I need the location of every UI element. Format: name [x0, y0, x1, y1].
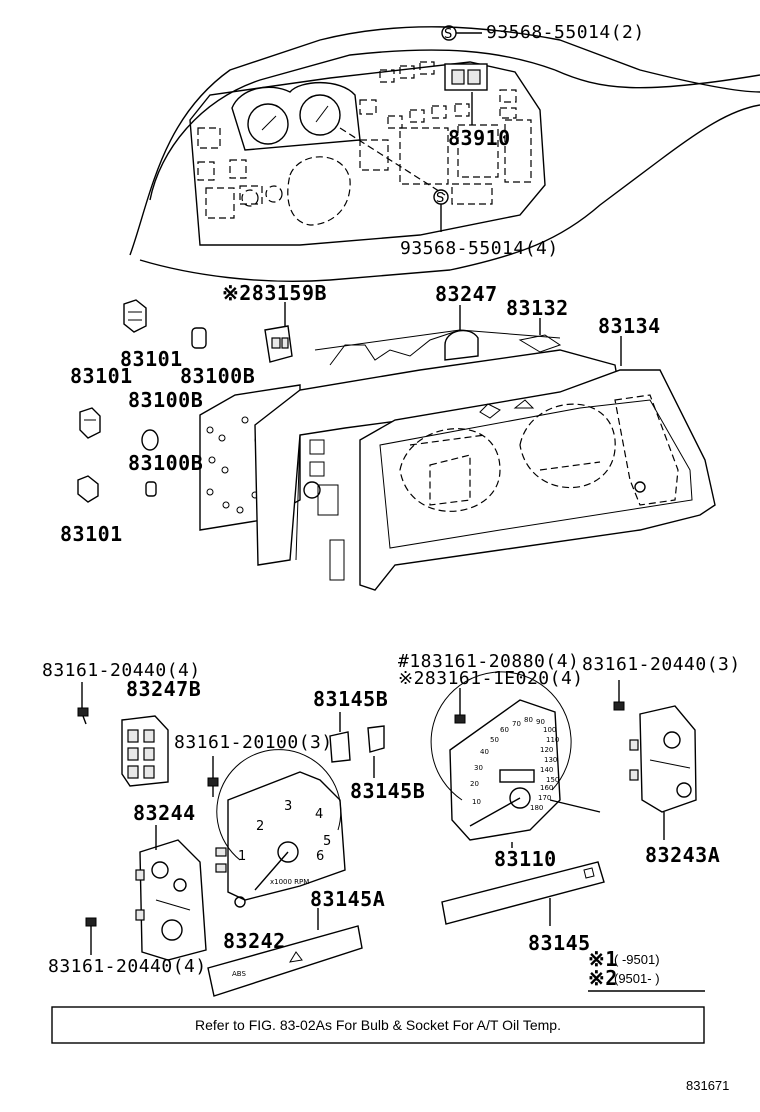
gauge-83247B	[121, 715, 169, 787]
label-83910: 83910	[448, 126, 511, 150]
legend-mark-1: ※1	[588, 947, 618, 971]
label-183161-20880-4: #183161-20880(4)	[398, 651, 579, 672]
speedo-num-60: 60	[500, 726, 509, 734]
speedo-num-50: 50	[490, 736, 499, 744]
speedo-num-100: 100	[543, 726, 556, 734]
label-83161-20440-3: 83161-20440(3)	[582, 654, 741, 675]
label-83145: 83145	[528, 931, 591, 955]
speedo-num-20: 20	[470, 780, 479, 788]
figure-number: 831671	[686, 1078, 729, 1093]
plate-abs-text: ABS	[232, 970, 246, 978]
plate-83145	[441, 861, 605, 926]
label-83161-20440-4-a: 83161-20440(4)	[42, 660, 201, 681]
legend-range-1: ( -9501)	[614, 952, 660, 967]
speedo-num-130: 130	[544, 756, 557, 764]
label-83145B-b: 83145B	[350, 779, 425, 803]
legend-mark-2: ※2	[588, 966, 618, 990]
tach-unit: x1000 RPM	[270, 878, 309, 886]
note-box	[51, 1006, 705, 1044]
label-83100B-a: 83100B	[180, 364, 255, 388]
speedo-num-110: 110	[546, 736, 559, 744]
label-83244: 83244	[133, 801, 196, 825]
label-83100B-b: 83100B	[128, 388, 203, 412]
speedo-num-30: 30	[474, 764, 483, 772]
gauge-83243A	[629, 705, 697, 840]
bulbs-and-sockets	[77, 299, 622, 503]
mounting-screws	[77, 680, 625, 955]
speedo-numbers: 10 20 30 40 50 60 70 80 90 100 110 120 1…	[470, 716, 559, 812]
label-83247B: 83247B	[126, 677, 201, 701]
svg-text:S: S	[444, 27, 452, 42]
label-83100B-c: 83100B	[128, 451, 203, 475]
speedo-num-120: 120	[540, 746, 553, 754]
label-83101-c: 83101	[60, 522, 123, 546]
label-83132: 83132	[506, 296, 569, 320]
label-83134: 83134	[598, 314, 661, 338]
legend: ※1 ( -9501) ※2 (9501- )	[588, 947, 705, 992]
speedo-num-10: 10	[472, 798, 481, 806]
label-83110: 83110	[494, 847, 557, 871]
plate-83145A: ABS	[207, 908, 363, 997]
speedo-num-80: 80	[524, 716, 533, 724]
note-text: Refer to FIG. 83-02As For Bulb & Socket …	[195, 1017, 561, 1033]
label-283159B: ※283159B	[222, 281, 327, 305]
tach-num-6: 6	[316, 849, 324, 864]
cluster-assembly	[199, 329, 716, 591]
label-83247: 83247	[435, 282, 498, 306]
label-93568-55014-4: 93568-55014(4)	[400, 238, 559, 259]
legend-range-2: (9501- )	[614, 971, 660, 986]
svg-text:S: S	[436, 191, 444, 206]
label-83145A: 83145A	[310, 887, 385, 911]
label-83161-20100-3: 83161-20100(3)	[174, 732, 333, 753]
tach-num-4: 4	[315, 807, 323, 822]
label-83101-b: 83101	[70, 364, 133, 388]
label-83101-a: 83101	[120, 347, 183, 371]
speedo-num-160: 160	[540, 784, 553, 792]
tachometer-83242: 1 2 3 4 5 6 x1000 RPM	[215, 749, 346, 908]
label-83145B-a: 83145B	[313, 687, 388, 711]
tach-num-1: 1	[238, 849, 246, 864]
speedo-num-180: 180	[530, 804, 543, 812]
tach-num-2: 2	[256, 819, 264, 834]
speedo-num-90: 90	[536, 718, 545, 726]
gauge-83244	[135, 825, 207, 961]
label-83243A: 83243A	[645, 843, 720, 867]
lenses-83145B	[329, 712, 385, 778]
speedo-num-40: 40	[480, 748, 489, 756]
speedo-num-150: 150	[546, 776, 559, 784]
speedo-num-170: 170	[538, 794, 551, 802]
label-283161-1E020-4: ※283161-1E020(4)	[398, 668, 584, 689]
label-83161-20440-4-b: 83161-20440(4)	[48, 956, 207, 977]
speedo-num-70: 70	[512, 720, 521, 728]
tach-num-3: 3	[284, 799, 292, 814]
tach-num-5: 5	[323, 834, 331, 849]
label-93568-55014-2: 93568-55014(2)	[486, 22, 645, 43]
speedo-num-140: 140	[540, 766, 553, 774]
dashboard-overview: S S	[129, 25, 760, 282]
speedometer-83110: 10 20 30 40 50 60 70 80 90 100 110 120 1…	[430, 671, 601, 848]
